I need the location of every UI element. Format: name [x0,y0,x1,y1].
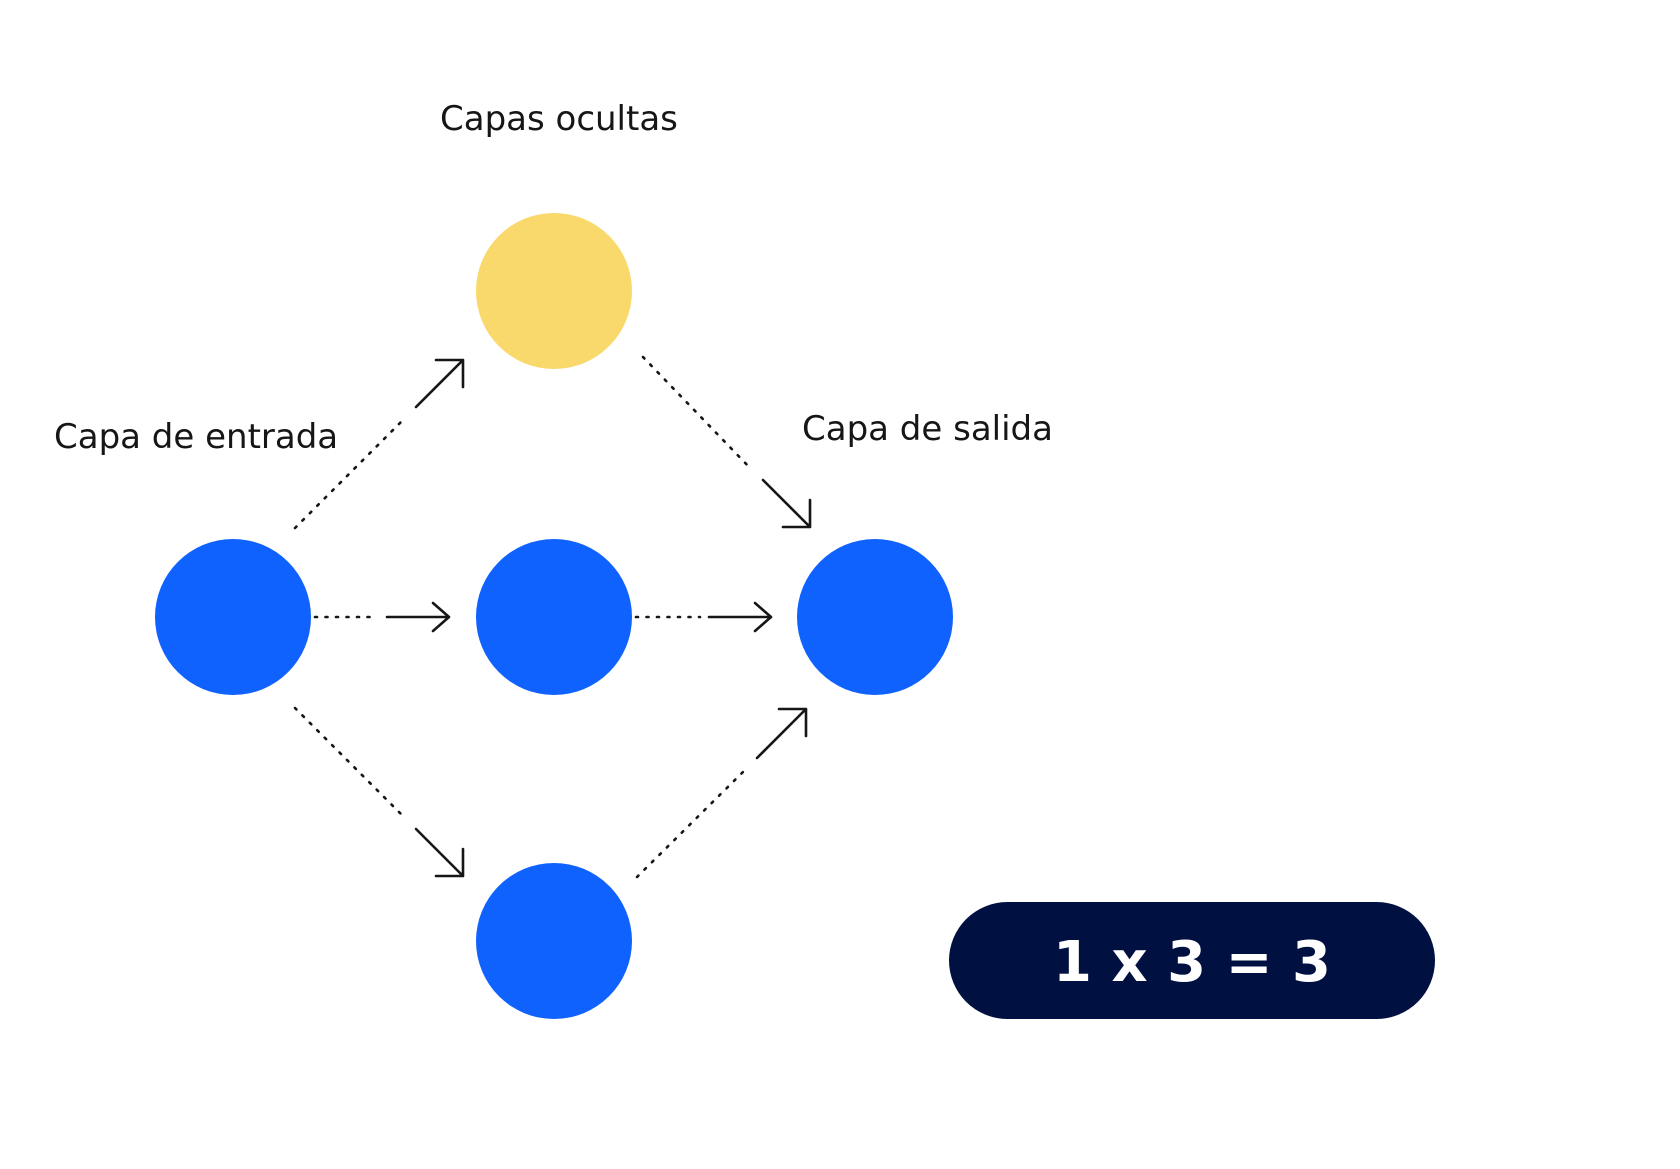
hidden-layers-label: Capas ocultas [440,99,678,139]
connection-hidden-bottom-to-output [635,707,808,879]
output-node [797,539,953,695]
hidden-node-bottom [476,863,632,1019]
equation-text: 1 x 3 = 3 [1053,930,1331,995]
output-layer-label: Capa de salida [802,409,1053,449]
input-layer-label: Capa de entrada [54,417,338,457]
connection-input-to-hidden-bottom [293,706,465,878]
input-node [155,539,311,695]
connection-input-to-hidden-middle [313,601,451,633]
hidden-node-top [476,213,632,369]
hidden-node-middle [476,539,632,695]
equation-badge: 1 x 3 = 3 [949,902,1435,1019]
connection-input-to-hidden-top [293,358,465,530]
connection-hidden-top-to-output [641,355,812,529]
connection-hidden-middle-to-output [634,601,773,633]
